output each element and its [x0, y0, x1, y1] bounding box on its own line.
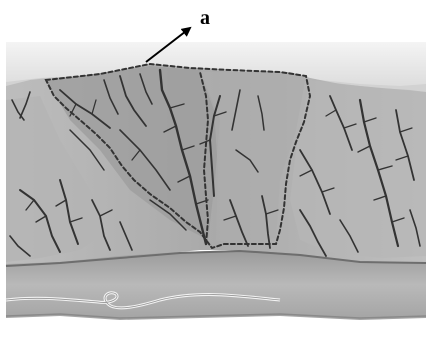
label-a: a [200, 7, 210, 29]
